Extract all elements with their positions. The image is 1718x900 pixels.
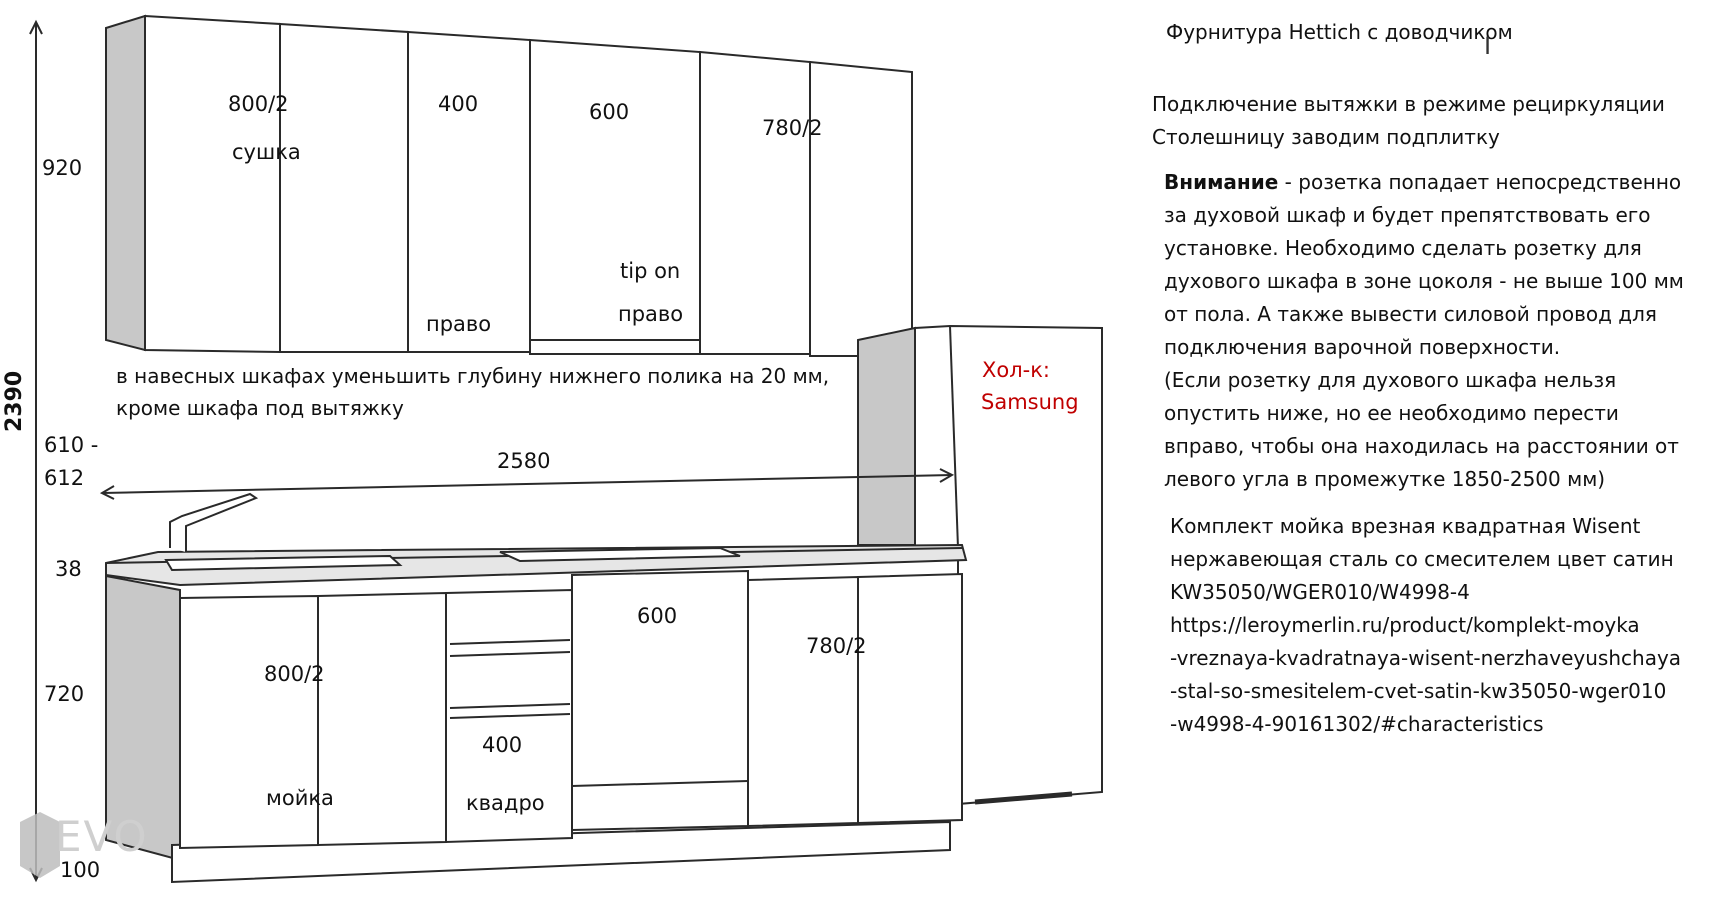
- upper-cabinet-3: [529, 38, 701, 341]
- fridge-side-wall: [857, 326, 916, 546]
- upper-side-panel: [105, 14, 146, 352]
- lower-cabinet-1: [179, 594, 319, 850]
- fridge-vent: [974, 791, 1073, 805]
- fridge-label-line1: Хол-к:: [982, 358, 1050, 382]
- warning-line-1: за духовой шкаф и будет препятствовать е…: [1164, 203, 1651, 227]
- upper-c3-note-a: tip on: [620, 259, 681, 283]
- upper-cabinet-4: [699, 50, 811, 355]
- countertop: [105, 543, 968, 587]
- hardware-note: Фурнитура Hettich с доводчиком: [1166, 20, 1513, 44]
- lower-cabinet-1b: [317, 591, 447, 847]
- backsplash-height-label-a: 610 -: [44, 433, 99, 457]
- upper-c2-size: 400: [438, 92, 479, 116]
- upper-c4-size: 780/2: [762, 116, 823, 140]
- warning-line-3: духового шкафа в зоне цоколя - не выше 1…: [1164, 269, 1684, 293]
- warning-line-0: - розетка попадает непосредственно: [1278, 170, 1682, 194]
- upper-height-label: 920: [42, 156, 83, 180]
- lower-cabinet-4: [747, 575, 859, 828]
- plinth: [171, 820, 951, 884]
- warning-bold: Внимание: [1164, 170, 1279, 194]
- lower-c3-size: 600: [637, 604, 678, 628]
- drawer-line-1: [449, 639, 571, 645]
- countertop-thickness-label: 38: [55, 557, 82, 581]
- warning-line-7: опустить ниже, но ее необходимо перести: [1164, 401, 1619, 425]
- warning-line-4: от пола. А также вывести силовой провод …: [1164, 302, 1657, 326]
- shelf-note-line1: в навесных шкафах уменьшить глубину нижн…: [116, 364, 830, 388]
- upper-c3-size: 600: [589, 100, 630, 124]
- countertop-note: Столешницу заводим подплитку: [1152, 125, 1500, 149]
- warning-line-6: (Если розетку для духового шкафа нельзя: [1164, 368, 1617, 392]
- upper-cabinet-1: [144, 14, 281, 354]
- sink-line-2: KW35050/WGER010/W4998-4: [1170, 580, 1470, 604]
- shelf-note-line2: кроме шкафа под вытяжку: [116, 396, 404, 420]
- sink-line-5[interactable]: -stal-so-smesitelem-cvet-satin-kw35050-w…: [1170, 679, 1667, 703]
- total-width-label: 2580: [497, 449, 551, 473]
- dishwasher-line: [571, 780, 749, 787]
- hob: [499, 546, 741, 563]
- width-dimension-line: [101, 474, 953, 494]
- sink-line-4[interactable]: -vreznaya-kvadratnaya-wisent-nerzhaveyus…: [1170, 646, 1682, 670]
- drawer-line-2: [449, 651, 571, 657]
- arrow-right: [939, 468, 955, 483]
- lower-cabinet-4b: [857, 572, 963, 825]
- warning-block: Внимание - розетка попадает непосредстве…: [1164, 166, 1684, 496]
- arrow-top: [29, 19, 43, 35]
- warning-line-2: установке. Необходимо сделать розетку дл…: [1164, 236, 1642, 260]
- sink-line-0: Комплект мойка врезная квадратная Wisent: [1170, 514, 1641, 538]
- lower-c1-size: 800/2: [264, 662, 325, 686]
- plinth-height-label: 100: [60, 858, 101, 882]
- warning-line-5: подключения варочной поверхности.: [1164, 335, 1561, 359]
- sink: [164, 554, 403, 572]
- hood-strip: [529, 339, 701, 355]
- upper-c1-size: 800/2: [228, 92, 289, 116]
- lower-c4-size: 780/2: [806, 634, 867, 658]
- fridge-label-line2: Samsung: [981, 390, 1079, 414]
- upper-cabinet-1b: [279, 22, 409, 353]
- lower-c2-size: 400: [482, 733, 523, 757]
- drawer-line-3: [449, 703, 571, 709]
- sink-line-1: нержавеющая сталь со смесителем цвет сат…: [1170, 547, 1674, 571]
- logo-text: EVO: [55, 812, 149, 861]
- drawer-line-4: [449, 713, 571, 719]
- upper-c1-note: сушка: [232, 140, 301, 164]
- warning-line-9: левого угла в промежутке 1850-2500 мм): [1164, 467, 1606, 491]
- sink-line-6[interactable]: -w4998-4-90161302/#characteristics: [1170, 712, 1544, 736]
- total-height-label: 2390: [2, 370, 27, 432]
- faucet: [169, 492, 259, 552]
- lower-c1-note: мойка: [266, 786, 334, 810]
- lower-c2-note: квадро: [466, 791, 545, 815]
- upper-cabinet-2: [407, 30, 531, 353]
- upper-cabinet-4b: [809, 60, 913, 357]
- arrow-left: [99, 485, 115, 500]
- upper-c2-note: право: [426, 312, 492, 336]
- upper-c3-note-b: право: [618, 302, 684, 326]
- hood-note: Подключение вытяжки в режиме рециркуляци…: [1152, 92, 1665, 116]
- sink-line-3[interactable]: https://leroymerlin.ru/product/komplekt-…: [1170, 613, 1640, 637]
- lower-height-label: 720: [44, 682, 85, 706]
- sink-block: Комплект мойка врезная квадратная Wisent…: [1170, 510, 1681, 741]
- evo-logo-icon: [20, 812, 60, 878]
- text-cursor-icon: I: [1484, 32, 1492, 60]
- warning-line-8: вправо, чтобы она находилась на расстоян…: [1164, 434, 1679, 458]
- backsplash-height-label-b: 612: [44, 466, 85, 490]
